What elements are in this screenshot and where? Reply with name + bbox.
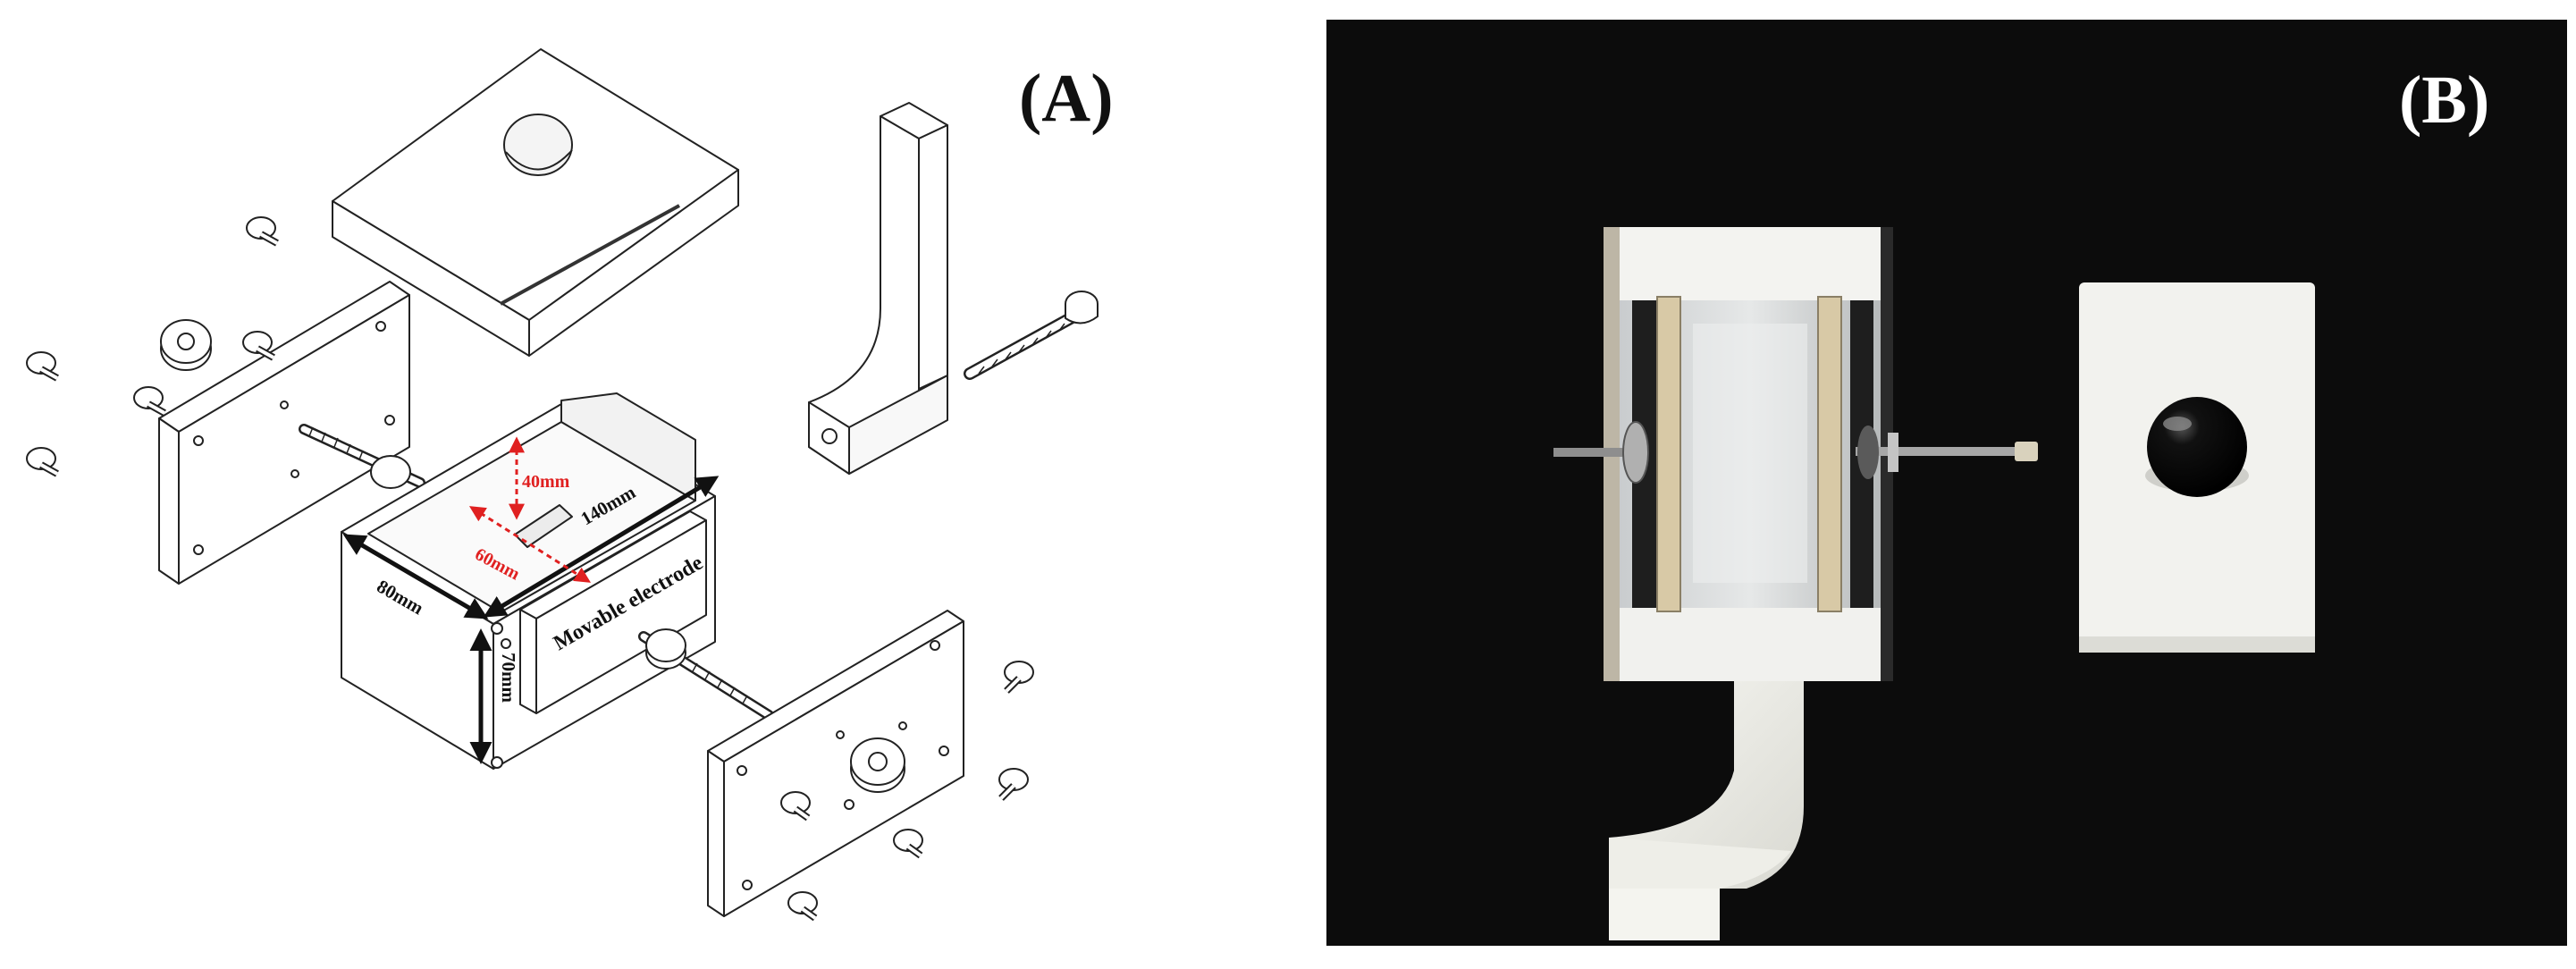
panel-b-photograph: (B) [1326, 20, 2567, 946]
screws [26, 216, 1034, 922]
panel-a-exploded-view: 140mm 80mm 70mm 40mm 60mm Movable electr… [26, 48, 1114, 922]
photo-threaded-rod [1553, 421, 2038, 484]
inner-dimension-arrows [468, 436, 592, 583]
panel-label-a: (A) [1019, 61, 1114, 136]
long-bolt [964, 291, 1099, 380]
inner-depth-arrow [468, 506, 592, 583]
photo-illustration: (B) [1553, 63, 2489, 940]
left-end-plate [158, 281, 410, 585]
right-knob [850, 737, 905, 793]
outer-dimension-arrows [342, 476, 720, 764]
inner-height-label: 40mm [522, 472, 570, 492]
black-ball [2147, 397, 2247, 497]
length-arrow [483, 476, 720, 618]
left-knob [160, 319, 212, 371]
l-bracket-handle [808, 102, 948, 475]
exploded-drawing: 140mm 80mm 70mm 40mm 60mm Movable electr… [26, 48, 1114, 922]
height-label: 70mm [498, 653, 519, 703]
right-threaded-rod [638, 628, 774, 720]
photo-cell-body [1604, 227, 1893, 681]
top-lid [332, 48, 739, 357]
panel-label-b: (B) [2399, 63, 2489, 138]
right-end-plate [707, 610, 964, 917]
width-arrow [342, 534, 489, 619]
photo-lid [2079, 282, 2315, 653]
left-threaded-rod [299, 424, 425, 489]
photo-l-handle [1609, 681, 1804, 940]
